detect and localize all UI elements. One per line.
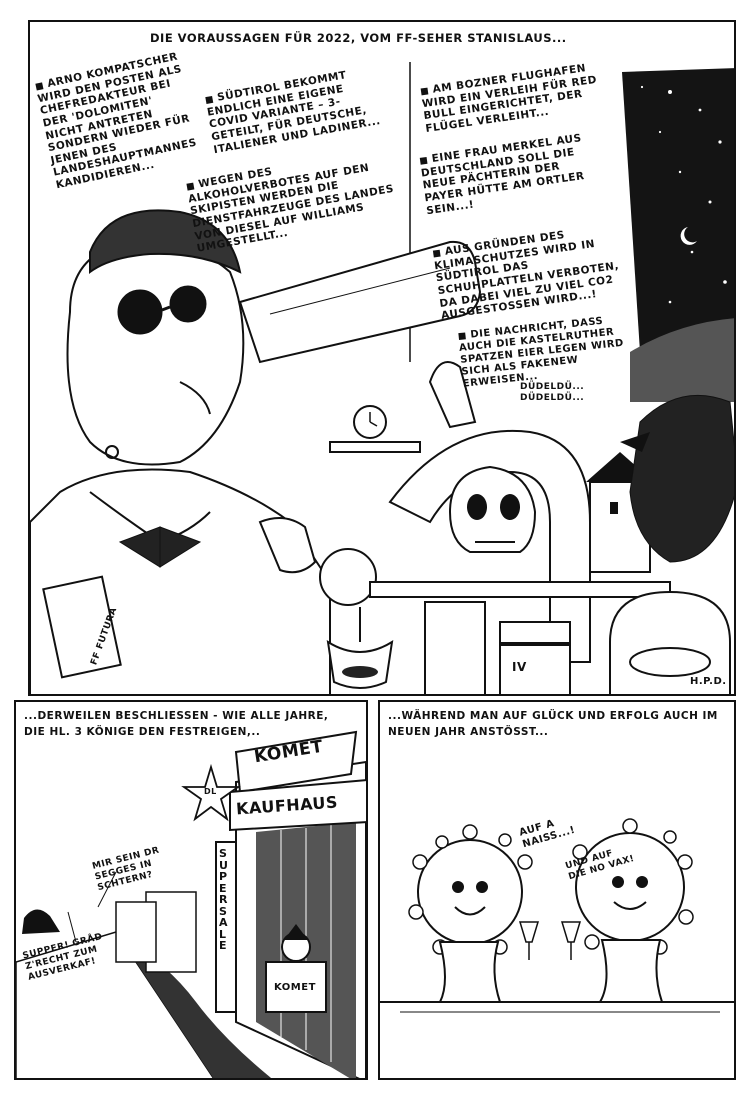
bottom-right-illustration bbox=[380, 818, 734, 1013]
bottom-left-panel: ...DERWEILEN BESCHLIESSEN - WIE ALLE JAH… bbox=[14, 700, 368, 1080]
top-caption: DIE VORAUSSAGEN FÜR 2022, VOM FF-SEHER S… bbox=[150, 31, 567, 45]
super-sale-banner: SUPER SALE bbox=[219, 847, 229, 953]
booth-sign: KOMET bbox=[274, 982, 316, 993]
bottom-right-caption-line1: ...WÄHREND MAN AUF GLÜCK UND ERFOLG AUCH… bbox=[388, 710, 718, 722]
artist-signature: H.P.D. bbox=[690, 676, 727, 687]
bottom-left-illustration bbox=[16, 730, 366, 1078]
bottom-right-panel: ...WÄHREND MAN AUF GLÜCK UND ERFOLG AUCH… bbox=[378, 700, 736, 1080]
star-label: DL bbox=[204, 787, 217, 796]
bird-sound: DÜDELDÜ... DÜDELDÜ... bbox=[520, 382, 585, 403]
top-panel-illustration bbox=[30, 62, 734, 694]
book-label: IV bbox=[512, 660, 527, 674]
bottom-left-caption-line1: ...DERWEILEN BESCHLIESSEN - WIE ALLE JAH… bbox=[24, 710, 329, 722]
bottom-left-caption-line2: DIE HL. 3 KÖNIGE DEN FESTREIGEN,.. bbox=[24, 726, 261, 738]
bottom-right-caption-line2: NEUEN JAHR ANSTÖSST... bbox=[388, 726, 549, 738]
top-panel: DIE VORAUSSAGEN FÜR 2022, VOM FF-SEHER S… bbox=[28, 20, 736, 696]
